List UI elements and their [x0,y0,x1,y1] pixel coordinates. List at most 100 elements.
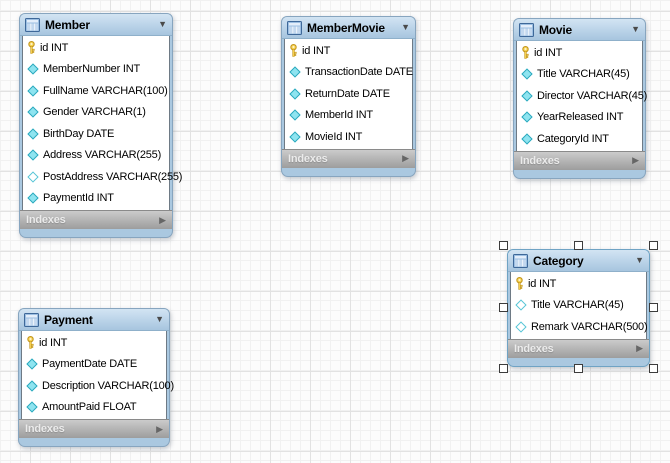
selection-handle[interactable] [649,363,658,373]
selection-handle[interactable] [574,241,583,250]
column-row[interactable]: id INT [285,40,412,62]
column-row[interactable]: AmountPaid FLOAT [22,397,166,419]
column-text: id INT [302,44,331,57]
column-row[interactable]: CategoryId INT [517,128,642,150]
column-icon [289,66,301,78]
table-header[interactable]: Movie ▼ [514,19,645,41]
column-icon [289,88,301,100]
column-text: Title VARCHAR(45) [531,299,624,312]
column-text: MemberId INT [305,109,373,122]
table-title: MemberMovie [307,20,385,35]
column-text: id INT [534,46,563,59]
table-member[interactable]: Member ▼ id INT MemberNumber INT FullNam… [19,13,182,238]
column-icon [521,90,533,102]
column-row[interactable]: BirthDay DATE [23,123,169,145]
column-text: Address VARCHAR(255) [43,149,162,162]
column-icon [26,401,38,413]
collapse-triangle-icon[interactable]: ▼ [158,19,167,29]
column-row[interactable]: id INT [22,332,166,354]
table-category[interactable]: Category ▼ id INT Title VARCHAR(45) Rema… [499,241,658,373]
column-row[interactable]: Address VARCHAR(255) [23,145,169,167]
table-membermovie[interactable]: MemberMovie ▼ id INT TransactionDate DAT… [281,16,416,177]
expand-arrow-icon[interactable]: ▶ [156,423,163,434]
column-text: FullName VARCHAR(100) [43,84,168,97]
expand-arrow-icon[interactable]: ▶ [636,343,643,353]
table-columns: id INT Title VARCHAR(45) Director VARCHA… [516,41,647,151]
table-title: Payment [44,312,93,327]
column-text: PostAddress VARCHAR(255) [43,170,183,183]
column-row[interactable]: Gender VARCHAR(1) [23,102,169,124]
table-header[interactable]: MemberMovie ▼ [282,17,415,39]
expand-arrow-icon[interactable]: ▶ [159,214,166,225]
table-movie[interactable]: Movie ▼ id INT Title VARCHAR(45) Directo… [513,18,647,179]
column-text: BirthDay DATE [43,127,115,140]
indexes-footer[interactable]: Indexes ▶ [508,338,649,358]
selection-handle[interactable] [499,363,508,373]
column-row[interactable]: id INT [511,273,646,295]
column-icon [26,380,38,392]
indexes-label: Indexes [520,154,560,167]
selection-handle[interactable] [649,303,658,313]
table-icon [513,253,528,268]
selection-handle[interactable] [499,241,508,250]
column-row[interactable]: Title VARCHAR(45) [511,295,646,317]
column-row[interactable]: YearReleased INT [517,107,642,129]
column-row[interactable]: MemberNumber INT [23,59,169,81]
expand-arrow-icon[interactable]: ▶ [402,153,409,163]
table-title: Category [533,253,584,268]
column-row[interactable]: TransactionDate DATE [285,62,413,84]
column-icon [27,149,39,161]
column-row[interactable]: Remark VARCHAR(500) [511,316,648,338]
column-text: PaymentId INT [43,192,114,205]
column-icon [27,85,39,97]
column-icon [289,109,301,121]
column-row[interactable]: id INT [517,42,642,64]
collapse-triangle-icon[interactable]: ▼ [401,22,410,32]
selection-handle[interactable] [574,363,583,373]
column-row[interactable]: Title VARCHAR(45) [517,64,642,86]
column-row[interactable]: ReturnDate DATE [285,83,412,105]
table-header[interactable]: Payment ▼ [19,309,169,331]
column-row[interactable]: MemberId INT [285,105,412,127]
column-row[interactable]: PostAddress VARCHAR(255) [23,166,182,188]
column-row[interactable]: FullName VARCHAR(100) [23,80,169,102]
table-payment[interactable]: Payment ▼ id INT PaymentDate DATE Descri… [18,308,174,447]
column-row[interactable]: PaymentDate DATE [22,354,166,376]
column-text: ReturnDate DATE [305,87,390,100]
table-header[interactable]: Member ▼ [20,14,172,36]
column-icon [521,111,533,123]
table-columns: id INT PaymentDate DATE Description VARC… [21,331,174,419]
column-icon [26,358,38,370]
column-icon [27,63,39,75]
collapse-triangle-icon[interactable]: ▼ [631,24,640,34]
column-text: AmountPaid FLOAT [42,401,137,414]
column-row[interactable]: id INT [23,37,169,59]
column-text: MemberNumber INT [43,63,141,76]
selection-handle[interactable] [499,303,508,313]
table-header[interactable]: Category ▼ [508,250,649,272]
column-text: id INT [40,41,69,54]
column-text: Description VARCHAR(100) [42,379,174,392]
table-columns: id INT MemberNumber INT FullName VARCHAR… [22,36,182,210]
key-icon [521,46,530,60]
indexes-footer[interactable]: Indexes ▶ [282,148,415,168]
table-title: Member [45,17,90,32]
indexes-footer[interactable]: Indexes ▶ [514,150,645,170]
column-row[interactable]: PaymentId INT [23,188,169,210]
key-icon [515,277,524,291]
indexes-footer[interactable]: Indexes ▶ [19,419,169,438]
column-row[interactable]: MovieId INT [285,126,412,148]
collapse-triangle-icon[interactable]: ▼ [635,255,644,265]
collapse-triangle-icon[interactable]: ▼ [155,314,164,324]
selection-handle[interactable] [649,241,658,250]
indexes-label: Indexes [25,423,65,435]
column-row[interactable]: Description VARCHAR(100) [22,375,174,397]
key-icon [26,336,35,350]
indexes-footer[interactable]: Indexes ▶ [20,210,172,229]
column-row[interactable]: Director VARCHAR(45) [517,85,647,107]
expand-arrow-icon[interactable]: ▶ [632,155,639,165]
table-bottom-strip [514,170,645,178]
column-icon [521,68,533,80]
indexes-label: Indexes [514,342,554,355]
